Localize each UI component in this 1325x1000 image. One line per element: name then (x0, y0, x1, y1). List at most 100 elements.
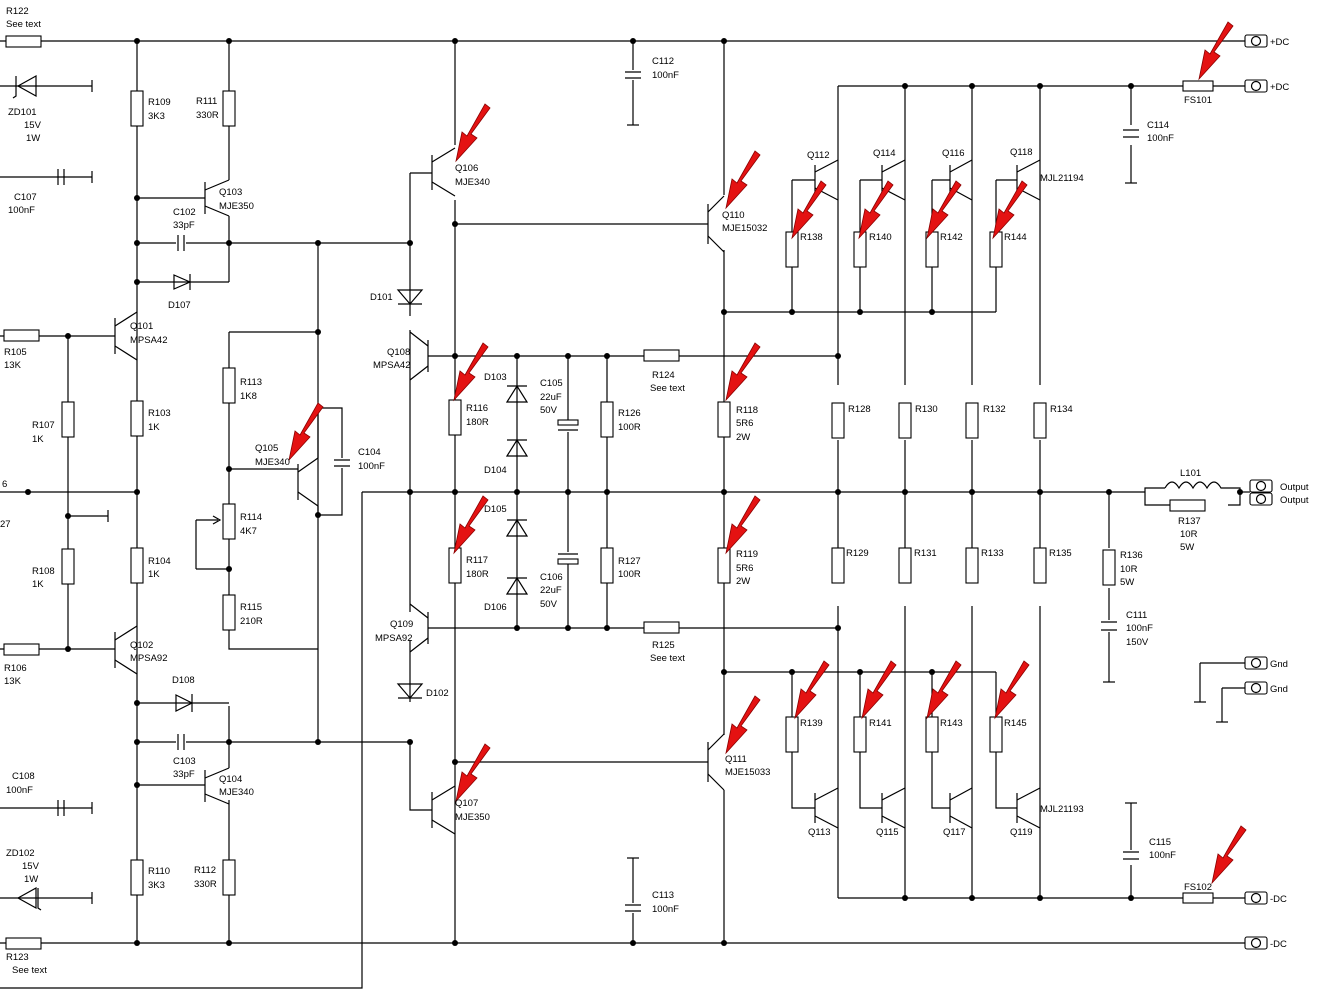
highlight-arrows (288, 21, 1247, 885)
r105-value: 13K (4, 360, 22, 371)
r107-ref: R107 (32, 420, 55, 431)
q103-value: MJE350 (219, 201, 254, 212)
capacitors (57, 70, 1139, 913)
r110-value: 3K3 (148, 880, 165, 891)
arrow-q110-icon (725, 150, 761, 210)
q108-value: MPSA42 (373, 360, 411, 371)
arrow-q106-icon (455, 103, 491, 163)
r109-ref: R109 (148, 97, 171, 108)
r111-ref: R111 (196, 96, 217, 107)
arrow-r140-icon (858, 180, 894, 240)
q110-value: MJE15032 (722, 223, 767, 234)
r114-ref: R114 (240, 512, 262, 523)
r103-ref: R103 (148, 408, 171, 419)
c106-value: 22uF (540, 585, 562, 596)
c113-ref: C113 (652, 890, 674, 901)
r119-watt: 2W (736, 576, 750, 587)
r124-ref: R124 (652, 370, 675, 381)
q113-ref: Q113 (808, 827, 831, 838)
arrow-r138-icon (791, 180, 827, 240)
q104-ref: Q104 (219, 774, 242, 785)
connector-pos-dc-1: +DC (1270, 37, 1289, 48)
arrow-q111-icon (725, 695, 761, 755)
c105-value: 22uF (540, 392, 562, 403)
q112-ref: Q112 (807, 150, 830, 161)
r124-value: See text (650, 383, 685, 394)
c114-ref: C114 (1147, 120, 1169, 131)
r137-watt: 5W (1180, 542, 1194, 553)
r105-body (3, 329, 40, 342)
c105-volt: 50V (540, 405, 558, 416)
r103-value: 1K (148, 422, 160, 433)
q118-value: MJL21194 (1040, 173, 1084, 184)
zd102-w: 1W (24, 874, 38, 885)
zd102-v: 15V (22, 861, 40, 872)
r136-ref: R136 (1120, 550, 1143, 561)
arrow-r117-icon (453, 495, 489, 555)
r141-ref: R141 (869, 718, 892, 729)
c103-value: 33pF (173, 769, 195, 780)
c106-ref: C106 (540, 572, 563, 583)
d102-ref: D102 (426, 688, 449, 699)
r126-ref: R126 (618, 408, 641, 419)
q109-ref: Q109 (390, 619, 413, 630)
connector-gnd-2: Gnd (1270, 684, 1288, 695)
c107-value: 100nF (8, 205, 35, 216)
r115-body (222, 594, 236, 631)
r109-body (130, 90, 144, 127)
r127-body (600, 547, 614, 584)
labels: R122 See text ZD101 15V 1W C107 100nF R1… (0, 6, 1309, 976)
inductor-l101 (1164, 481, 1228, 490)
cut-label-6: 6 (2, 479, 7, 490)
q115-ref: Q115 (876, 827, 899, 838)
r145-body (989, 716, 1003, 753)
connector-neg-dc-1: -DC (1270, 894, 1287, 905)
c112-ref: C112 (652, 56, 674, 67)
junctions (25, 38, 1243, 946)
r127-value: 100R (618, 569, 641, 580)
c102-value: 33pF (173, 220, 195, 231)
r145-ref: R145 (1004, 718, 1027, 729)
r144-body (989, 231, 1003, 268)
r112-value: 330R (194, 879, 217, 890)
arrow-r139-icon (794, 660, 830, 720)
c113-value: 100nF (652, 904, 679, 915)
q106-ref: Q106 (455, 163, 478, 174)
r128-body (831, 402, 845, 439)
r106-body (3, 643, 40, 656)
diodes (12, 74, 529, 911)
r138-body (785, 231, 799, 268)
q102-ref: Q102 (130, 640, 153, 651)
r140-ref: R140 (869, 232, 892, 243)
r126-body (600, 401, 614, 438)
r108-value: 1K (32, 579, 44, 590)
d107-ref: D107 (168, 300, 191, 311)
r135-ref: R135 (1049, 548, 1072, 559)
r130-ref: R130 (915, 404, 938, 415)
r134-ref: R134 (1050, 404, 1073, 415)
q117-ref: Q117 (943, 827, 966, 838)
r127-ref: R127 (618, 556, 641, 567)
r104-value: 1K (148, 569, 160, 580)
r118-ref: R118 (736, 405, 758, 416)
c103-ref: C103 (173, 756, 196, 767)
r110-ref: R110 (148, 866, 170, 877)
d103-ref: D103 (484, 372, 507, 383)
r116-ref: R116 (466, 403, 488, 414)
arrow-fs101-icon (1198, 21, 1234, 81)
q108-ref: Q108 (387, 347, 410, 358)
r132-body (965, 402, 979, 439)
zd101-ref: ZD101 (8, 107, 37, 118)
q114-ref: Q114 (873, 148, 896, 159)
q107-ref: Q107 (455, 798, 478, 809)
r119-body (717, 547, 731, 584)
c104-ref: C104 (358, 447, 381, 458)
q102-value: MPSA92 (130, 653, 168, 664)
r136-watt: 5W (1120, 577, 1134, 588)
r133-body (965, 547, 979, 584)
r107-body (61, 401, 75, 438)
r117-value: 180R (466, 569, 489, 580)
q105-ref: Q105 (255, 443, 278, 454)
r125-value: See text (650, 653, 685, 664)
r137-value: 10R (1180, 529, 1198, 540)
